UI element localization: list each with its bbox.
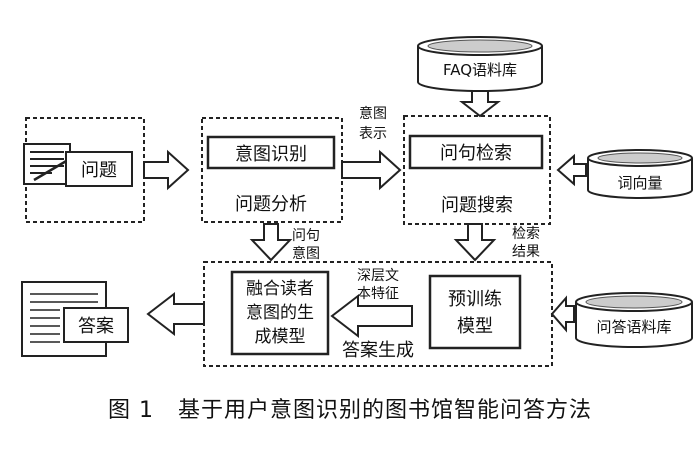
- arrow-generation-to-answer: [146, 291, 205, 337]
- question-analysis-label: 问题分析: [235, 194, 307, 215]
- word-vectors-label: 词向量: [617, 174, 662, 192]
- pretrained-model-label-line1: 预训练: [448, 289, 502, 310]
- document-icon: [23, 143, 71, 185]
- intent-recognition-label: 意图识别: [235, 144, 307, 165]
- edge-label-retrieval-result-line1: 检索: [512, 225, 540, 242]
- edge-label-deep-text-line1: 深层文: [357, 268, 399, 284]
- figure-caption: 图 1 基于用户意图识别的图书馆智能问答方法: [0, 392, 700, 424]
- figure-title: 基于用户意图识别的图书馆智能问答方法: [177, 398, 592, 423]
- arrow-analysis-to-search: [341, 149, 402, 191]
- fusion-model-label-line2: 意图的生: [246, 303, 314, 323]
- answer-generation-label: 答案生成: [342, 340, 414, 361]
- fusion-model-label-line3: 成模型: [255, 327, 306, 347]
- sentence-retrieval-label: 问句检索: [440, 143, 512, 164]
- arrow-word-vectors-to-search: [556, 153, 587, 187]
- arrow-question-to-analysis: [143, 149, 190, 191]
- arrow-qa-corpus-to-generation: [550, 295, 575, 333]
- pretrained-model-label-line2: 模型: [457, 316, 493, 337]
- question-search-label: 问题搜索: [441, 195, 513, 216]
- arrow-analysis-to-generation: [249, 223, 293, 262]
- fusion-model-box: [230, 270, 330, 356]
- question-label: 问题: [81, 160, 117, 181]
- word-vectors-database-icon: [587, 149, 693, 199]
- question-box: [65, 151, 133, 187]
- faq-corpus-database-icon: [417, 36, 543, 92]
- arrow-search-to-generation: [453, 223, 497, 262]
- answer-label: 答案: [78, 316, 114, 337]
- qa-corpus-database-icon: [575, 292, 693, 348]
- edge-label-question-intent-line2: 意图: [292, 245, 320, 262]
- arrow-faq-to-search: [459, 90, 501, 118]
- question-search-group: [403, 115, 551, 225]
- qa-corpus-label: 问答语料库: [596, 318, 671, 336]
- edge-label-deep-text-line2: 本特征: [357, 286, 399, 302]
- flow-diagram: 问题 意图识别 问题分析 问句检索 问题搜索 FAQ语料库 词向量 问答语料库 …: [21, 36, 693, 367]
- faq-corpus-label: FAQ语料库: [443, 61, 517, 79]
- figure-number: 图 1: [107, 398, 154, 423]
- sentence-retrieval-box: [408, 134, 544, 170]
- edge-label-retrieval-result-line2: 结果: [512, 244, 540, 260]
- arrow-pretrained-to-fusion: [330, 293, 413, 339]
- edge-label-question-intent-line1: 问句: [292, 228, 320, 244]
- answer-box: [63, 307, 129, 343]
- edge-label-intent-repr-line1: 意图: [359, 105, 387, 122]
- intent-recognition-box: [206, 135, 336, 170]
- pretrained-model-box: [428, 274, 522, 350]
- fusion-model-label-line1: 融合读者: [246, 279, 314, 299]
- edge-label-intent-repr-line2: 表示: [359, 126, 387, 142]
